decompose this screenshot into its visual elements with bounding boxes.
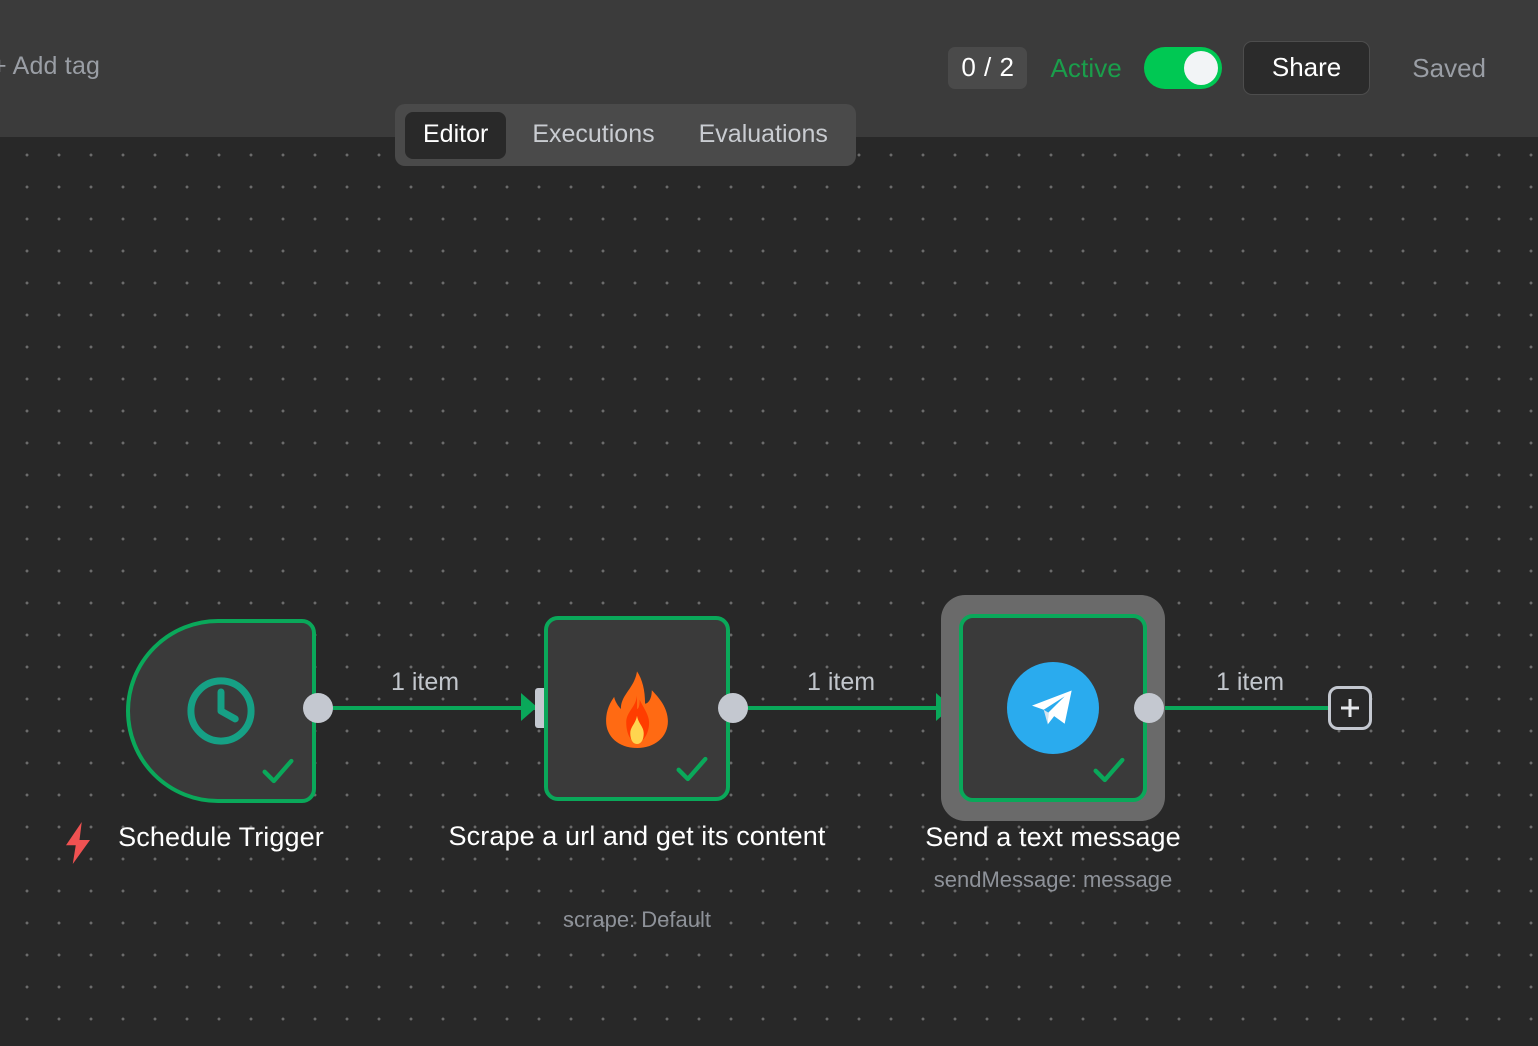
node-success-check-icon [258, 751, 298, 791]
connection-label-1: 1 item [391, 668, 460, 696]
workflow-active-toggle[interactable] [1143, 47, 1222, 89]
node-label-scrape-url: Scrape a url and get its content [448, 821, 826, 851]
node-send-text-message[interactable] [959, 614, 1147, 802]
tab-executions[interactable]: Executions [532, 119, 655, 148]
execution-count-badge: 0 / 2 [948, 47, 1028, 89]
node-schedule-trigger[interactable] [126, 619, 316, 803]
connection-line-3[interactable] [1148, 706, 1333, 710]
connection-label-2: 1 item [807, 668, 876, 696]
tab-evaluations[interactable]: Evaluations [698, 119, 828, 148]
fire-icon [594, 666, 680, 752]
output-endpoint-1[interactable] [303, 693, 333, 723]
clock-icon [183, 673, 259, 749]
input-arrow-2 [521, 693, 537, 721]
node-scrape-url[interactable] [544, 616, 730, 801]
workflow-canvas[interactable]: 1 item 1 item 1 item Sch [0, 137, 1538, 1046]
add-tag-button[interactable]: + Add tag [0, 52, 101, 80]
toggle-knob [1183, 51, 1218, 85]
trigger-bolt-icon [60, 820, 96, 866]
output-endpoint-3[interactable] [1134, 693, 1164, 723]
telegram-icon [1007, 662, 1099, 754]
connection-line-1[interactable] [318, 706, 538, 710]
output-endpoint-2[interactable] [718, 693, 748, 723]
share-button[interactable]: Share [1242, 41, 1371, 95]
header-actions: 0 / 2 Active Share Saved [948, 38, 1538, 98]
connection-line-2[interactable] [733, 706, 955, 710]
node-label-send-text-message: Send a text message [925, 822, 1181, 852]
node-subtitle-send-text-message: sendMessage: message [933, 867, 1173, 892]
node-success-check-icon [672, 749, 712, 789]
tab-editor[interactable]: Editor [405, 111, 507, 159]
connection-label-3: 1 item [1216, 668, 1285, 696]
active-status-label: Active [1050, 52, 1122, 83]
saved-status-label: Saved [1412, 52, 1486, 83]
node-success-check-icon [1089, 750, 1129, 790]
add-node-button[interactable] [1328, 686, 1372, 730]
node-label-schedule-trigger: Schedule Trigger [118, 822, 324, 852]
node-subtitle-scrape-url: scrape: Default [563, 907, 711, 932]
telegram-icon-circle [1007, 662, 1099, 754]
workflow-tabs: Editor Executions Evaluations [395, 104, 856, 166]
